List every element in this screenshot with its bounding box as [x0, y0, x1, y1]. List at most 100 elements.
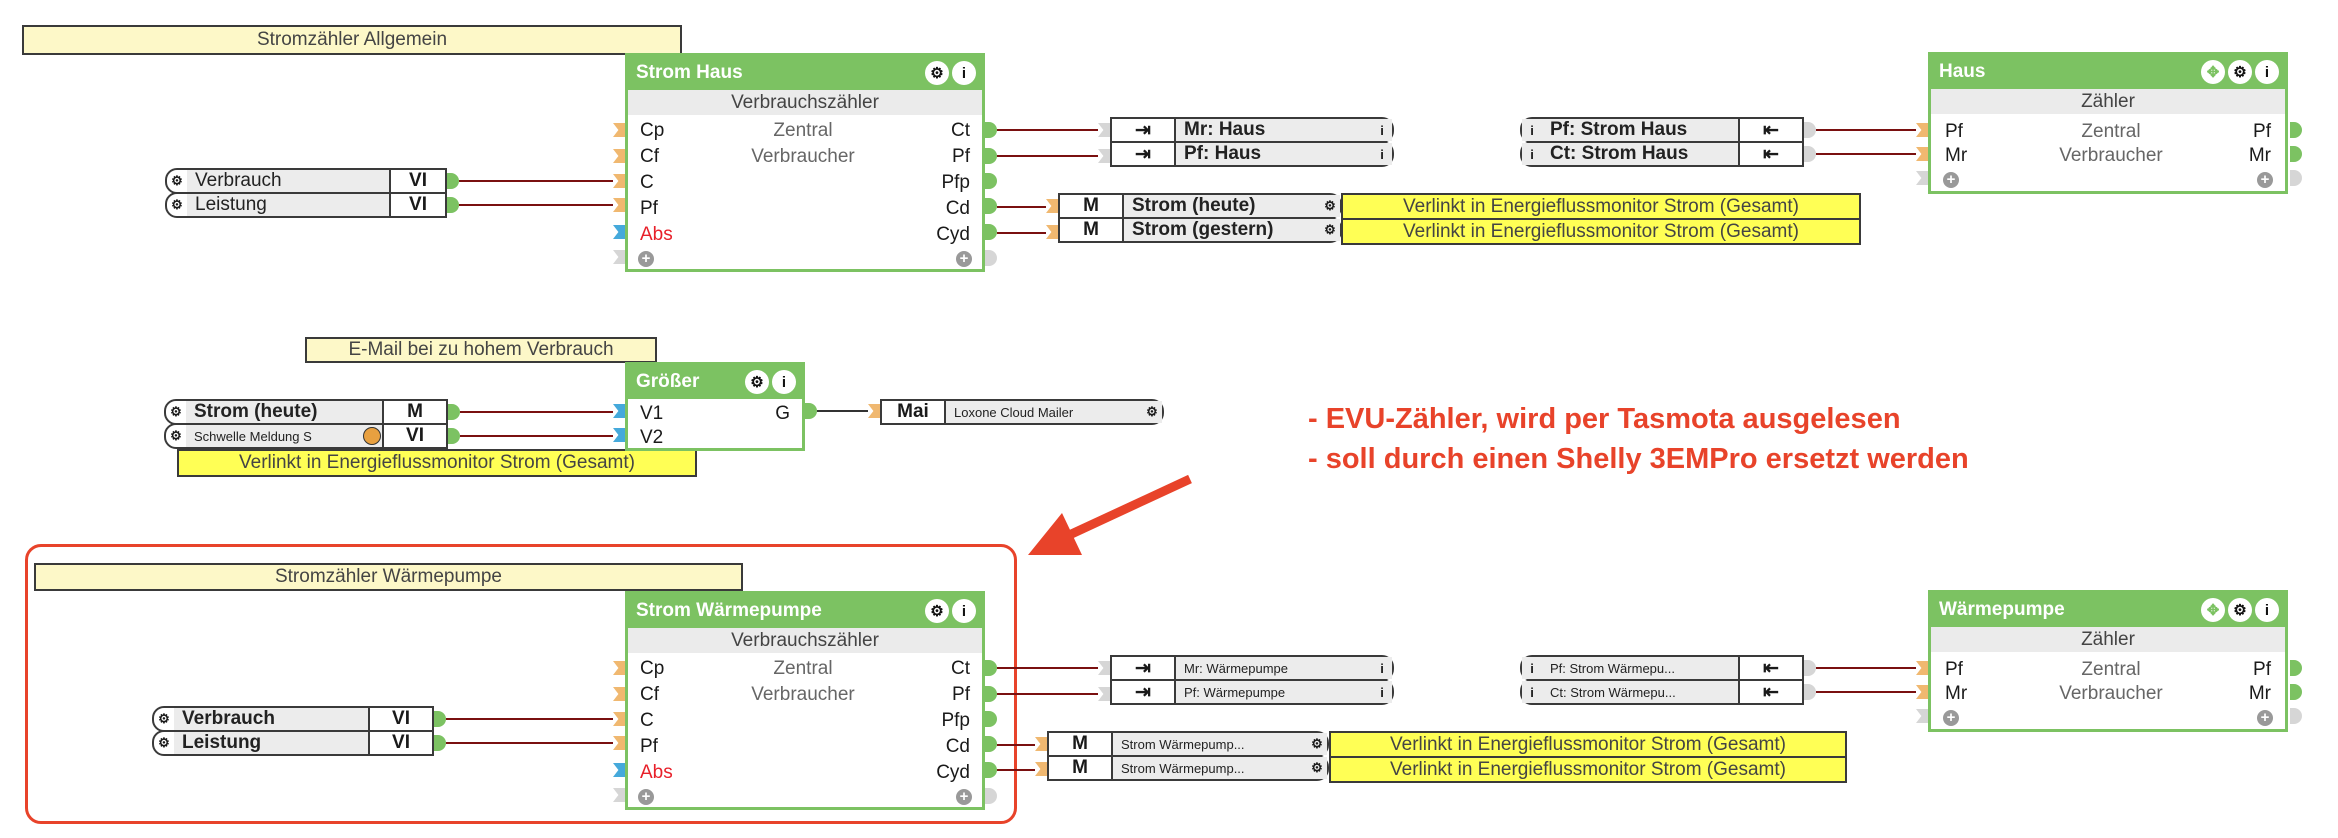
- info-icon[interactable]: i: [2255, 60, 2279, 84]
- connection-wire[interactable]: [1816, 667, 1916, 669]
- gear-icon[interactable]: ⚙: [1307, 757, 1327, 779]
- connection-wire[interactable]: [997, 129, 1098, 131]
- connection-wire[interactable]: [997, 667, 1098, 669]
- gear-icon[interactable]: ⚙: [1307, 733, 1327, 755]
- info-icon[interactable]: i: [1372, 119, 1392, 141]
- input-connector[interactable]: [1916, 661, 1928, 675]
- output-connector[interactable]: [2290, 708, 2302, 724]
- output-connector[interactable]: [985, 711, 997, 727]
- info-icon[interactable]: i: [952, 599, 976, 623]
- connection-wire[interactable]: [1816, 129, 1916, 131]
- output-connector[interactable]: [1804, 684, 1816, 700]
- output-connector[interactable]: [805, 403, 817, 419]
- input-connector[interactable]: [613, 198, 625, 212]
- input-connector[interactable]: [613, 763, 625, 777]
- gear-icon[interactable]: ⚙: [1320, 219, 1340, 241]
- info-icon[interactable]: i: [1372, 143, 1392, 165]
- output-connector[interactable]: [985, 686, 997, 702]
- input-connector[interactable]: [613, 712, 625, 726]
- input-connector[interactable]: [1098, 661, 1110, 675]
- input-ref-schwelle[interactable]: ⚙ Schwelle Meldung S VI: [164, 423, 448, 449]
- gear-icon[interactable]: ⚙: [170, 404, 182, 419]
- connection-wire[interactable]: [997, 155, 1098, 157]
- output-connector[interactable]: [985, 788, 997, 804]
- connection-wire[interactable]: [460, 411, 613, 413]
- add-input-icon[interactable]: +: [1943, 172, 1959, 188]
- output-connector[interactable]: [985, 250, 997, 266]
- input-connector[interactable]: [1916, 123, 1928, 137]
- gear-icon[interactable]: ⚙: [158, 711, 170, 726]
- gear-icon[interactable]: ⚙: [925, 61, 949, 85]
- gear-icon[interactable]: ⚙: [2228, 60, 2252, 84]
- connection-wire[interactable]: [446, 718, 613, 720]
- gear-icon[interactable]: ⚙: [925, 599, 949, 623]
- output-connector[interactable]: [985, 122, 997, 138]
- info-icon[interactable]: i: [2255, 598, 2279, 622]
- info-icon[interactable]: i: [1372, 681, 1392, 703]
- output-connector[interactable]: [985, 736, 997, 752]
- input-ref-pf-strom-haus[interactable]: i Pf: Strom Haus ⇤: [1520, 117, 1804, 143]
- input-connector[interactable]: [1916, 709, 1928, 723]
- block-haus[interactable]: Haus ✥⚙i Zähler Pf Mr Zentral Verbrauche…: [1928, 52, 2288, 194]
- connection-wire[interactable]: [459, 204, 613, 206]
- input-connector[interactable]: [613, 736, 625, 750]
- output-connector[interactable]: [434, 735, 446, 751]
- connection-wire[interactable]: [460, 435, 613, 437]
- comment-email[interactable]: E-Mail bei zu hohem Verbrauch: [305, 337, 657, 363]
- input-connector[interactable]: [613, 123, 625, 137]
- connection-wire[interactable]: [817, 410, 868, 412]
- gear-icon[interactable]: ⚙: [2228, 598, 2252, 622]
- input-connector[interactable]: [1098, 687, 1110, 701]
- output-connector[interactable]: [985, 148, 997, 164]
- info-icon[interactable]: i: [1522, 681, 1542, 703]
- add-input-icon[interactable]: +: [1943, 710, 1959, 726]
- block-strom-haus[interactable]: Strom Haus ⚙i Verbrauchszähler Cp Cf C P…: [625, 53, 985, 272]
- info-icon[interactable]: i: [952, 61, 976, 85]
- output-connector[interactable]: [985, 173, 997, 189]
- block-strom-waermepumpe[interactable]: Strom Wärmepumpe ⚙i Verbrauchszähler Cp …: [625, 591, 985, 810]
- connection-wire[interactable]: [446, 742, 613, 744]
- block-groesser[interactable]: Größer ⚙i V1 V2 G: [625, 362, 805, 451]
- input-ref-ct-strom-waermepumpe[interactable]: i Ct: Strom Wärmepu... ⇤: [1520, 679, 1804, 705]
- input-connector[interactable]: [1035, 762, 1047, 776]
- output-ref-pf-haus[interactable]: ⇥ Pf: Haus i: [1110, 141, 1394, 167]
- input-connector[interactable]: [613, 661, 625, 675]
- output-connector[interactable]: [434, 711, 446, 727]
- output-connector[interactable]: [447, 197, 459, 213]
- output-connector[interactable]: [1804, 146, 1816, 162]
- comment-stromzaehler-waermepumpe[interactable]: Stromzähler Wärmepumpe: [34, 563, 743, 591]
- memory-strom-waermepumpe-1[interactable]: M Strom Wärmepump... ⚙: [1047, 731, 1329, 757]
- comment-stromzaehler-allgemein[interactable]: Stromzähler Allgemein: [22, 25, 682, 55]
- input-ref-ct-strom-haus[interactable]: i Ct: Strom Haus ⇤: [1520, 141, 1804, 167]
- gear-icon[interactable]: ⚙: [171, 197, 183, 212]
- input-connector[interactable]: [613, 687, 625, 701]
- output-connector[interactable]: [2290, 660, 2302, 676]
- input-ref-verbrauch-wp[interactable]: ⚙ Verbrauch VI: [152, 706, 434, 732]
- info-icon[interactable]: i: [1372, 657, 1392, 679]
- info-icon[interactable]: i: [1522, 143, 1542, 165]
- input-ref-leistung[interactable]: ⚙ Leistung VI: [165, 192, 447, 218]
- connection-wire[interactable]: [1816, 153, 1916, 155]
- output-connector[interactable]: [2290, 684, 2302, 700]
- add-input-icon[interactable]: +: [638, 789, 654, 805]
- input-connector[interactable]: [613, 404, 625, 418]
- connection-wire[interactable]: [997, 232, 1046, 234]
- gear-icon[interactable]: ⚙: [1320, 195, 1340, 217]
- connection-wire[interactable]: [997, 693, 1098, 695]
- input-connector[interactable]: [1916, 171, 1928, 185]
- input-ref-strom-heute[interactable]: ⚙ Strom (heute) M: [164, 399, 448, 425]
- output-connector[interactable]: [448, 404, 460, 420]
- input-connector[interactable]: [613, 149, 625, 163]
- add-output-icon[interactable]: +: [956, 789, 972, 805]
- input-connector[interactable]: [613, 250, 625, 264]
- input-ref-leistung-wp[interactable]: ⚙ Leistung VI: [152, 730, 434, 756]
- add-output-icon[interactable]: +: [2257, 710, 2273, 726]
- info-icon[interactable]: i: [772, 370, 796, 394]
- input-connector[interactable]: [868, 404, 880, 418]
- memory-strom-heute[interactable]: M Strom (heute) ⚙: [1058, 193, 1342, 219]
- output-connector[interactable]: [2290, 122, 2302, 138]
- connection-wire[interactable]: [997, 744, 1035, 746]
- output-connector[interactable]: [448, 428, 460, 444]
- mailer-ref[interactable]: Mai Loxone Cloud Mailer ⚙: [880, 399, 1164, 425]
- memory-strom-gestern[interactable]: M Strom (gestern) ⚙: [1058, 217, 1342, 243]
